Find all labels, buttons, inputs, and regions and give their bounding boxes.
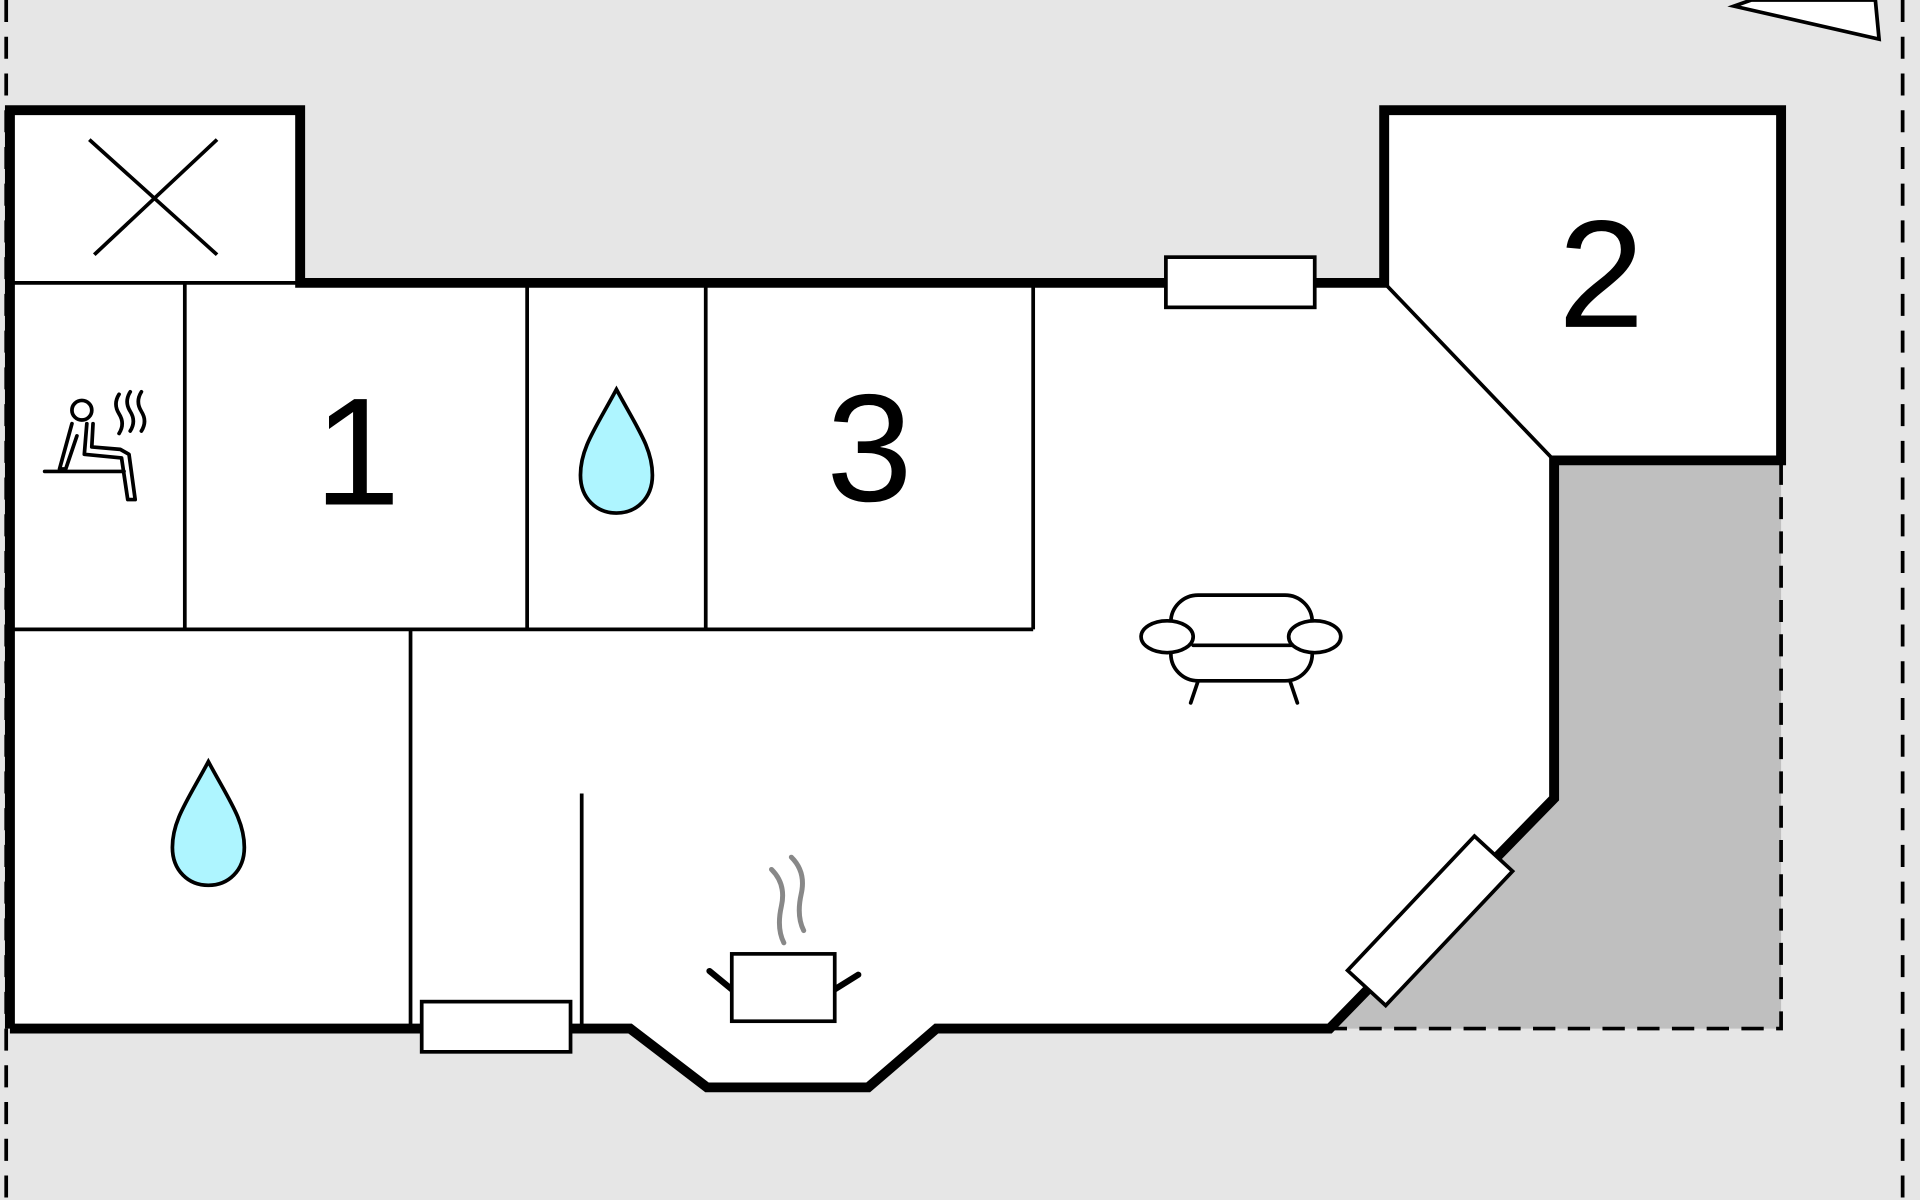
sofa-icon bbox=[1139, 593, 1343, 705]
room-number-2: 2 bbox=[1558, 189, 1644, 360]
water-drop-icon bbox=[578, 385, 655, 515]
room-number-1: 1 bbox=[314, 366, 400, 537]
north-arrow-fragment bbox=[1727, 0, 1882, 42]
exterior-walls bbox=[4, 105, 1787, 1093]
window-south bbox=[419, 999, 573, 1054]
interior-walls bbox=[9, 281, 1556, 1029]
window-north bbox=[1164, 255, 1317, 310]
cooking-pot-icon bbox=[706, 854, 862, 1024]
room-number-3: 3 bbox=[826, 363, 912, 534]
sauna-icon bbox=[42, 390, 147, 502]
terrace-edge bbox=[1333, 462, 1783, 1031]
window-terrace bbox=[1344, 833, 1516, 1009]
water-drop-icon bbox=[170, 757, 247, 888]
house-floor bbox=[9, 110, 1782, 1088]
cross-icon bbox=[88, 138, 219, 257]
